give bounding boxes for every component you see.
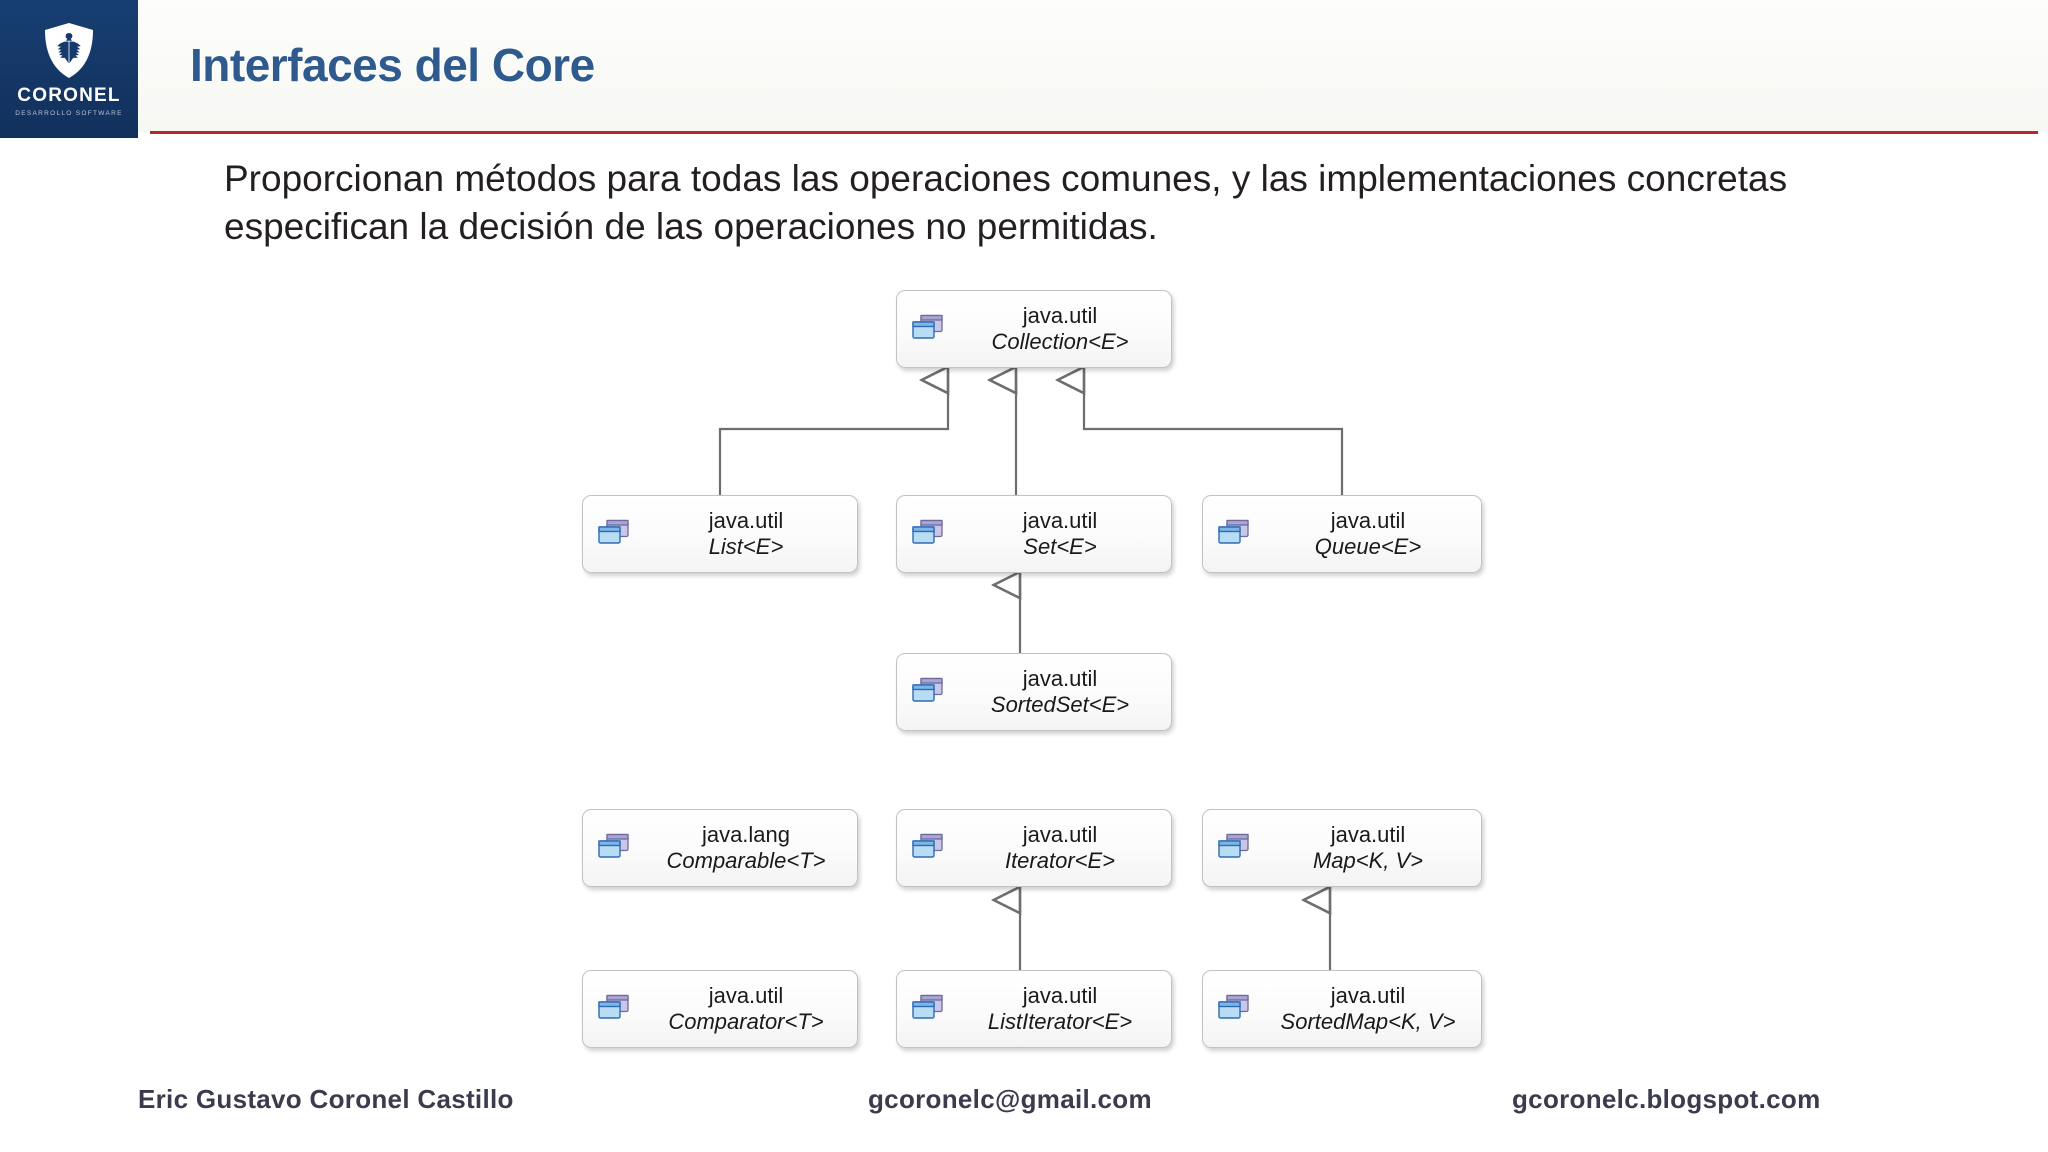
interface-stack-icon (1217, 994, 1251, 1024)
footer-email: gcoronelc@gmail.com (868, 1084, 1152, 1114)
uml-node-sortedmap[interactable]: java.util SortedMap<K, V> (1202, 970, 1482, 1048)
node-package: java.util (1022, 666, 1098, 692)
node-type: Comparator<T> (668, 1009, 824, 1034)
interface-stack-icon (597, 519, 631, 549)
interface-stack-icon (911, 677, 945, 707)
uml-node-sortedset[interactable]: java.util SortedSet<E> (896, 653, 1172, 731)
interface-stack-icon (597, 994, 631, 1024)
interface-stack-icon (1217, 519, 1251, 549)
uml-node-queue[interactable]: java.util Queue<E> (1202, 495, 1482, 573)
node-package: java.util (1022, 822, 1098, 848)
brand-logo-panel: CORONEL DESARROLLO SOFTWARE (0, 0, 138, 138)
node-type: ListIterator<E> (987, 1009, 1133, 1034)
uml-node-comparator[interactable]: java.util Comparator<T> (582, 970, 858, 1048)
node-type: Set<E> (1023, 534, 1097, 559)
uml-node-iterator[interactable]: java.util Iterator<E> (896, 809, 1172, 887)
node-type: Map<K, V> (1312, 848, 1424, 873)
body-paragraph: Proporcionan métodos para todas las oper… (224, 158, 1788, 247)
header-bar (138, 0, 2048, 132)
shield-eagle-icon (43, 22, 95, 80)
slide-footer: Eric Gustavo Coronel Castillo gcoronelc@… (0, 1084, 2048, 1144)
brand-tagline: DESARROLLO SOFTWARE (15, 109, 123, 117)
node-package: java.util (1330, 508, 1406, 534)
node-type: SortedSet<E> (990, 692, 1130, 717)
node-package: java.util (708, 983, 784, 1009)
uml-node-comparable[interactable]: java.lang Comparable<T> (582, 809, 858, 887)
node-package: java.util (708, 508, 784, 534)
brand-name: CORONEL (17, 84, 121, 106)
uml-diagram: java.util Collection<E> java.util List<E… (0, 290, 2048, 1080)
title-divider (150, 131, 2038, 134)
node-package: java.util (1022, 983, 1098, 1009)
footer-author: Eric Gustavo Coronel Castillo (138, 1084, 514, 1114)
page-title: Interfaces del Core (190, 39, 595, 91)
uml-node-listiterator[interactable]: java.util ListIterator<E> (896, 970, 1172, 1048)
node-type: Comparable<T> (666, 848, 826, 873)
node-package: java.util (1022, 303, 1098, 329)
node-package: java.util (1022, 508, 1098, 534)
interface-stack-icon (911, 994, 945, 1024)
node-type: Iterator<E> (1004, 848, 1116, 873)
footer-blog: gcoronelc.blogspot.com (1512, 1084, 1821, 1114)
uml-node-set[interactable]: java.util Set<E> (896, 495, 1172, 573)
node-package: java.util (1330, 822, 1406, 848)
uml-node-collection[interactable]: java.util Collection<E> (896, 290, 1172, 368)
uml-node-map[interactable]: java.util Map<K, V> (1202, 809, 1482, 887)
interface-stack-icon (911, 314, 945, 344)
uml-node-list[interactable]: java.util List<E> (582, 495, 858, 573)
node-package: java.lang (701, 822, 791, 848)
interface-stack-icon (911, 833, 945, 863)
interface-stack-icon (911, 519, 945, 549)
node-type: List<E> (708, 534, 784, 559)
node-package: java.util (1330, 983, 1406, 1009)
interface-stack-icon (597, 833, 631, 863)
node-type: Queue<E> (1314, 534, 1422, 559)
interface-stack-icon (1217, 833, 1251, 863)
node-type: Collection<E> (991, 329, 1129, 354)
node-type: SortedMap<K, V> (1280, 1009, 1456, 1034)
